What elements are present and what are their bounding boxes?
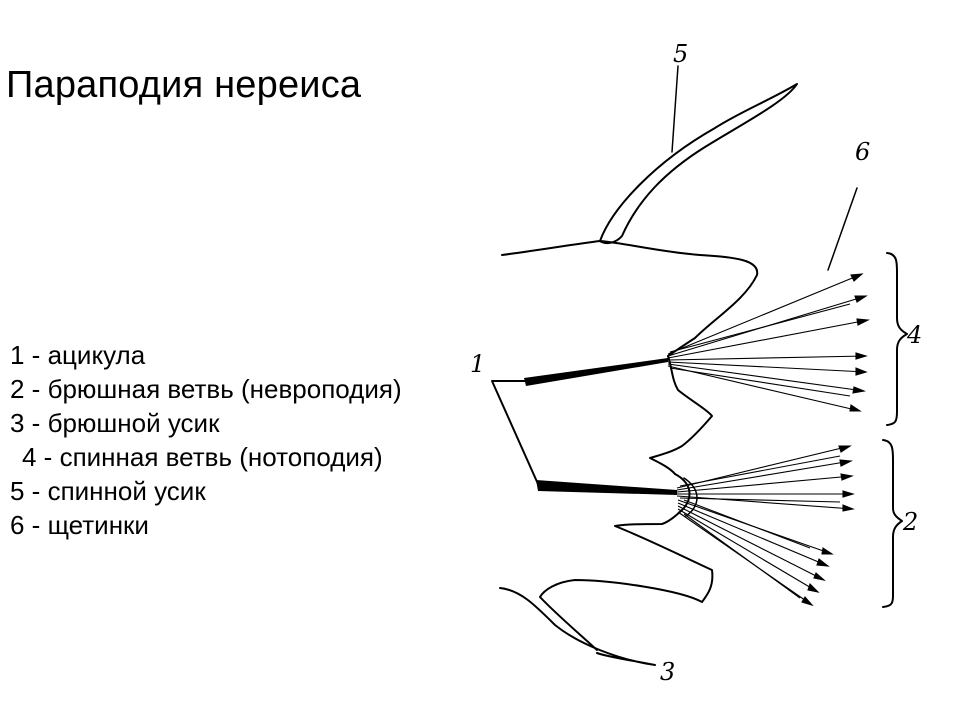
bracket-ventral <box>882 439 903 608</box>
page-title: Параподия нереиса <box>6 64 362 106</box>
dorsal-lobe-outline <box>649 355 713 475</box>
acicula-dorsal <box>524 358 668 386</box>
label-ventral-branch: 2 <box>902 508 918 536</box>
label-dorsal-branch: 4 <box>906 321 922 349</box>
legend-item-dorsal-branch: 4 - спинная ветвь (нотоподия) <box>22 442 383 472</box>
label-ventral-cirrus: 3 <box>660 658 675 686</box>
legend-item-setae: 6 - щетинки <box>10 510 149 540</box>
acicula-ventral <box>536 480 677 495</box>
legend-item-dorsal-cirrus: 5 - спинной усик <box>10 476 206 506</box>
legend-item-ventral-branch: 2 - брюшная ветвь (невроподия) <box>10 374 402 404</box>
cirrus-leader-line <box>671 65 679 153</box>
upper-body-outline <box>501 240 759 357</box>
acicula-leader-line <box>491 380 539 485</box>
dorsal-cirrus-shape <box>599 83 798 245</box>
label-acicula: 1 <box>470 350 485 378</box>
ventral-cirrus-shape <box>499 587 656 666</box>
ventral-lobe-outline <box>539 473 714 651</box>
setae-dorsal <box>667 273 870 412</box>
legend-list: 1 - ацикула 2 - брюшная ветвь (невроподи… <box>10 338 402 542</box>
label-dorsal-cirrus: 5 <box>673 40 688 68</box>
label-setae: 6 <box>855 138 870 166</box>
legend-item-acicula: 1 - ацикула <box>10 340 146 370</box>
legend-item-ventral-cirrus: 3 - брюшной усик <box>10 408 220 438</box>
setae-ventral-upper <box>676 445 855 512</box>
bracket-dorsal <box>886 252 908 426</box>
setae-leader-line <box>827 187 858 271</box>
setae-ventral-lower <box>677 499 834 607</box>
